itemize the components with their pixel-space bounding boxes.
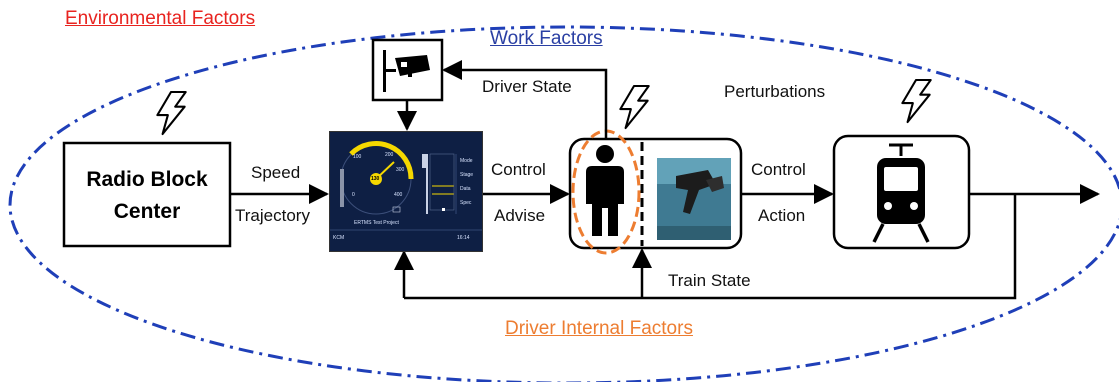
tram-icon — [872, 143, 930, 243]
train-state-feedback — [404, 194, 1017, 300]
lightning-icon — [619, 84, 650, 130]
dmi-scale-200: 200 — [385, 152, 394, 158]
driver-internal-factors-label: Driver Internal Factors — [505, 318, 693, 339]
driver-state-arrow — [442, 60, 608, 139]
dmi-speed-readout: 130 — [371, 176, 380, 182]
dmi-scale-0: 0 — [352, 192, 355, 198]
dmi-project-label: ERTMS Test Project — [354, 220, 399, 226]
lightning-icon — [156, 90, 187, 136]
cctv-camera-icon — [383, 50, 430, 92]
driver-state-label: Driver State — [482, 77, 572, 96]
speed-arc — [349, 141, 414, 180]
control-action-label-bottom: Action — [758, 206, 806, 225]
dmi-scale-100: 100 — [353, 154, 362, 160]
train-state-label: Train State — [668, 271, 751, 290]
work-factors-label: Work Factors — [490, 28, 603, 49]
environmental-factors-label: Environmental Factors — [65, 8, 256, 29]
radio-block-center-box — [62, 141, 232, 248]
dmi-menu-item[interactable]: Stage — [460, 172, 474, 178]
control-label: Control — [491, 160, 546, 179]
environment-boundary — [8, 25, 1119, 382]
control-action-label-top: Control — [751, 160, 806, 179]
dmi-scale-300: 300 — [396, 167, 405, 173]
dmi-menu-item[interactable]: Mode — [460, 158, 473, 164]
lightning-icon — [901, 78, 932, 124]
trajectory-label: Trajectory — [235, 206, 310, 225]
dmi-menu-item[interactable]: Spec — [460, 200, 472, 206]
dmi-clock: 16:14 — [457, 235, 470, 241]
dmi-menu-item[interactable]: Data — [460, 186, 471, 192]
rbc-label-line2: Center — [113, 200, 181, 223]
rbc-label-line1: Radio Block — [86, 168, 208, 191]
speed-label: Speed — [251, 163, 301, 182]
control-handle-photo — [657, 158, 731, 240]
dmi-level-label: KCM — [333, 235, 345, 241]
advise-label: Advise — [494, 206, 546, 225]
dmi-scale-400: 400 — [394, 192, 403, 198]
person-icon — [586, 145, 624, 236]
perturbations-label: Perturbations — [724, 82, 826, 101]
dmi-screen: 130 0 100 200 300 400 Mode Stage Data Sp… — [329, 131, 483, 252]
